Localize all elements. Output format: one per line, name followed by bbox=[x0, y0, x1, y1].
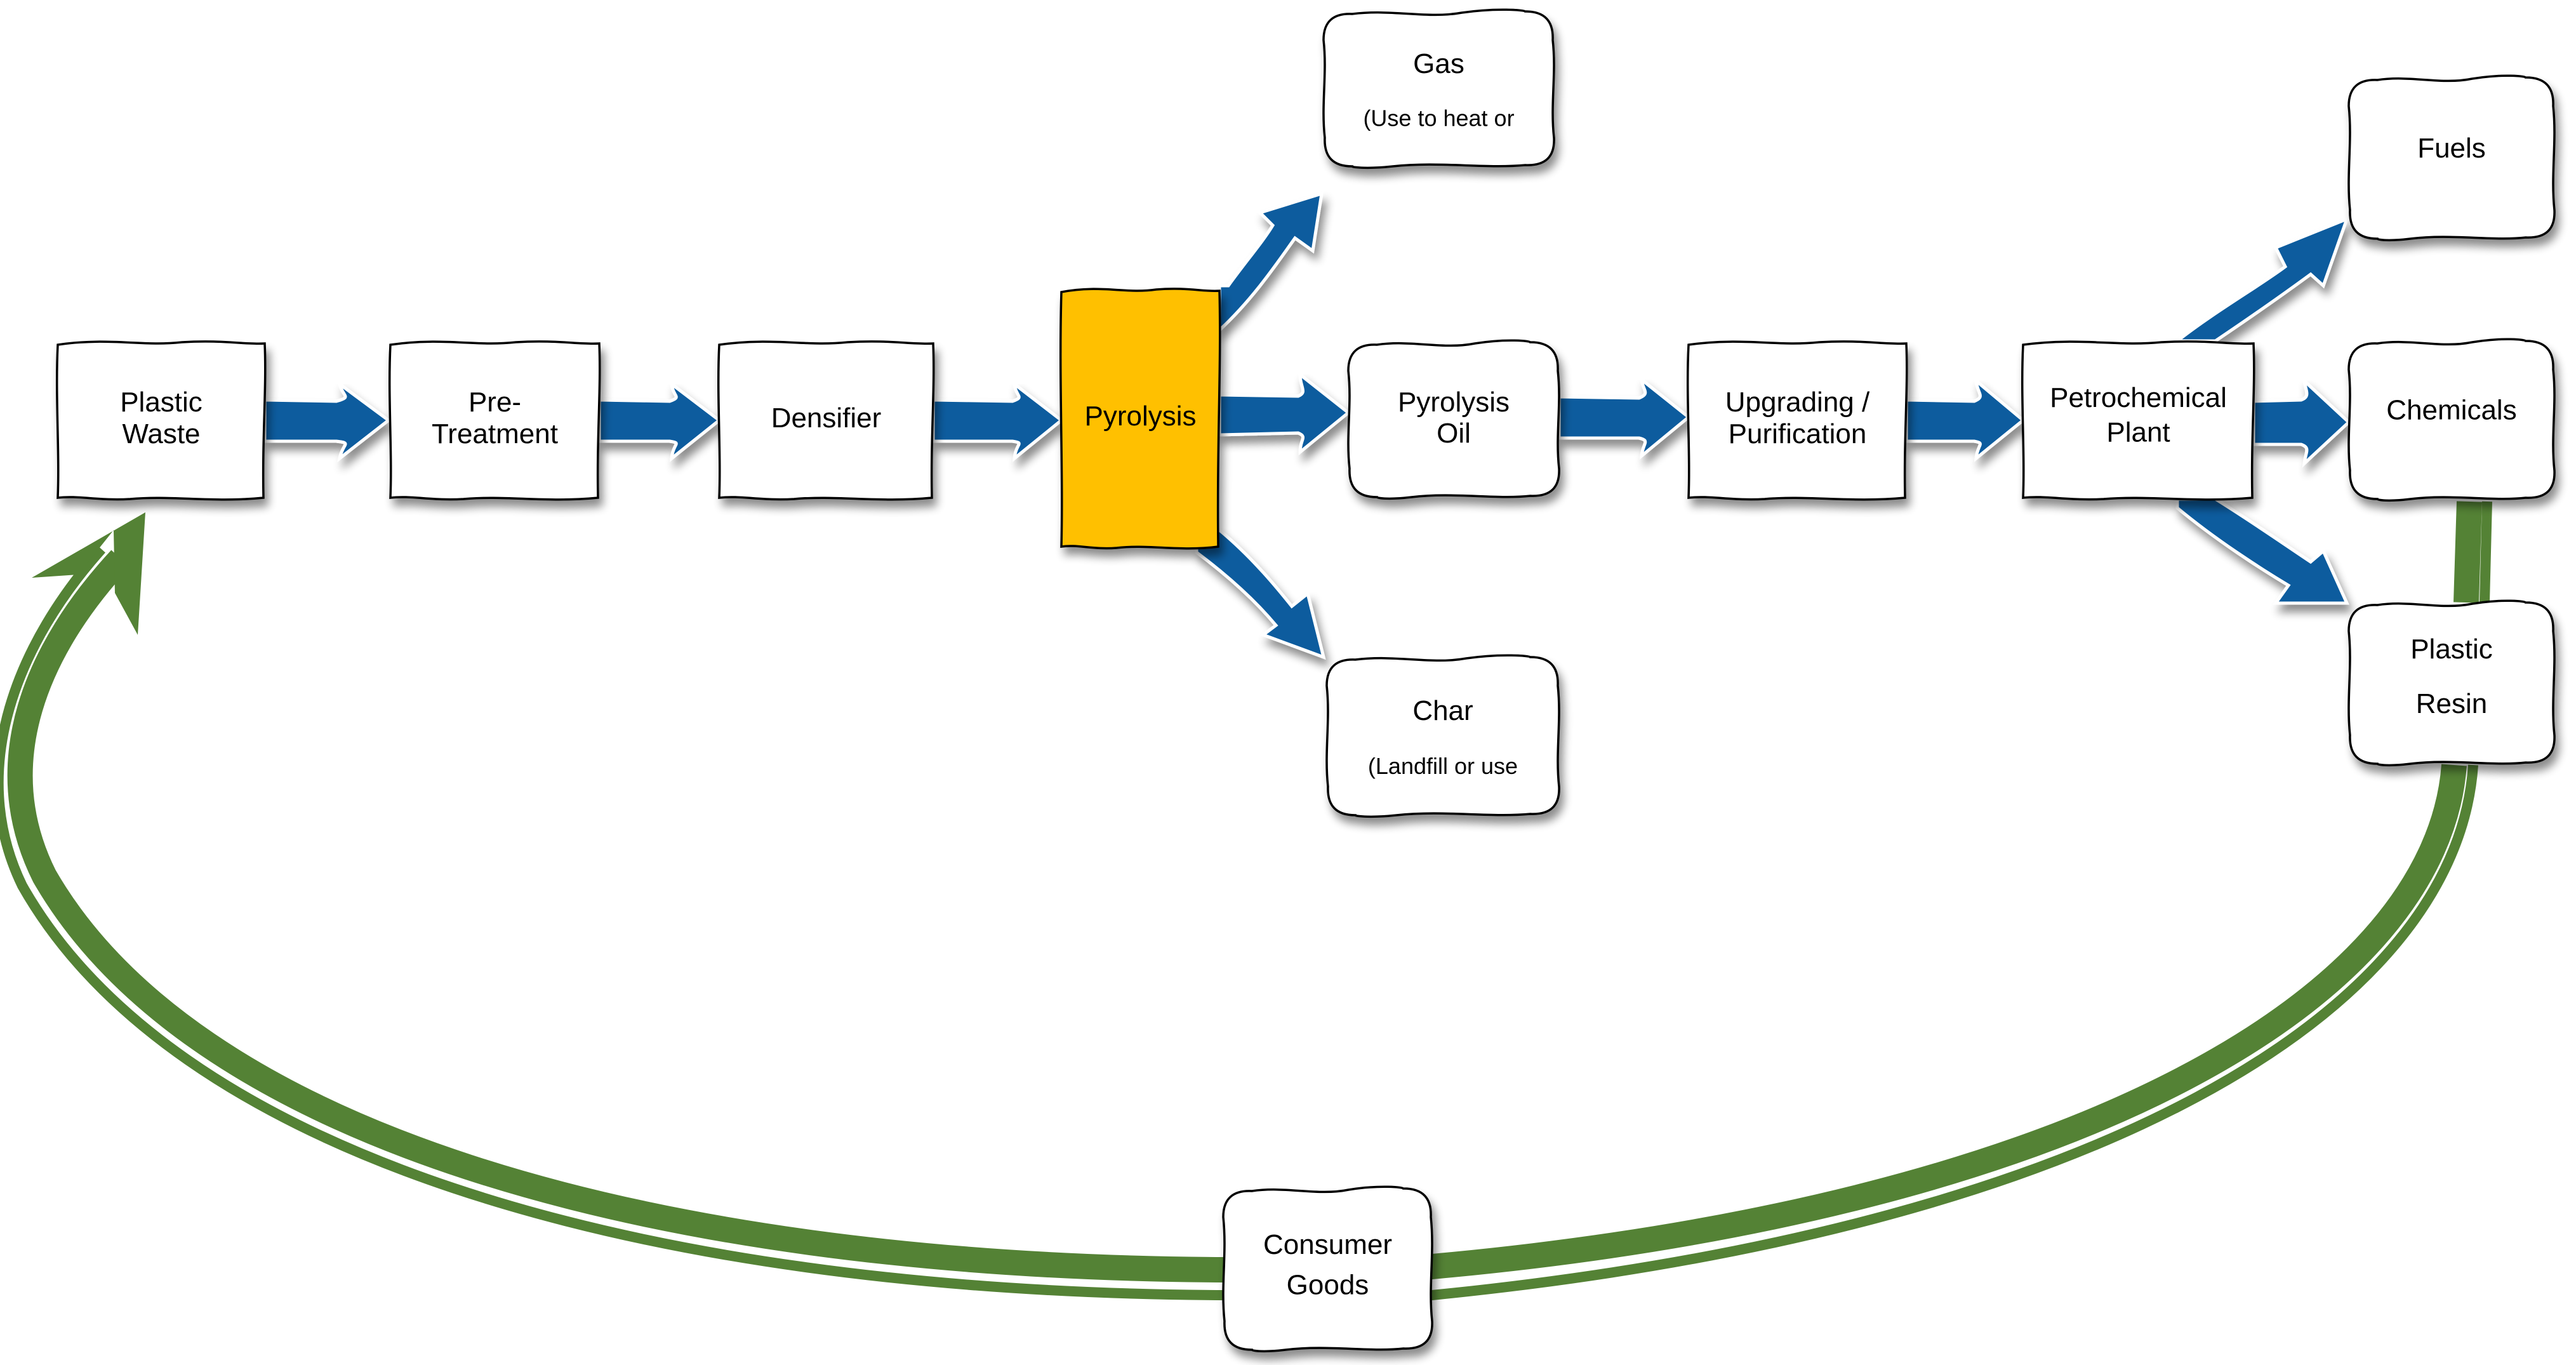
node-box bbox=[717, 340, 935, 501]
node-box bbox=[1325, 654, 1560, 818]
recycle-band-inner bbox=[0, 501, 2492, 1300]
node-box bbox=[388, 340, 601, 501]
node-label: Oil bbox=[1437, 418, 1471, 449]
node-pre-treatment: Pre-Treatment bbox=[388, 340, 601, 501]
node-label: Gas bbox=[1413, 48, 1464, 79]
arrow-densifier-to-pyrolysis bbox=[931, 380, 1065, 462]
node-box bbox=[1059, 288, 1221, 550]
node-char: Char (Landfill or use bbox=[1325, 654, 1560, 818]
arrow-pretreatment-to-densifier bbox=[597, 380, 722, 462]
arrow-upgrading-to-petrochemical bbox=[1904, 377, 2026, 462]
node-label: Plastic bbox=[2410, 634, 2493, 665]
node-box bbox=[2347, 599, 2556, 767]
node-box bbox=[1322, 8, 1555, 170]
node-label: Purification bbox=[1729, 418, 1867, 449]
node-label: Pre- bbox=[468, 387, 521, 418]
node-label: Goods bbox=[1287, 1270, 1369, 1301]
recycle-arrowhead-icon bbox=[32, 512, 145, 635]
node-label: Resin bbox=[2416, 688, 2488, 719]
node-box bbox=[1222, 1185, 1433, 1353]
node-label: Petrochemical bbox=[2050, 382, 2227, 413]
arrow-oil-to-upgrading bbox=[1557, 376, 1691, 460]
node-densifier: Densifier bbox=[717, 340, 935, 501]
node-pyrolysis: Pyrolysis bbox=[1059, 288, 1221, 550]
node-label: Plant bbox=[2106, 417, 2170, 448]
recycle-loop-arrow bbox=[0, 501, 2492, 1300]
node-box bbox=[2347, 74, 2556, 242]
node-label: Upgrading / bbox=[1725, 387, 1870, 418]
node-fuels: Fuels bbox=[2347, 74, 2556, 242]
node-label: Pyrolysis bbox=[1398, 387, 1510, 418]
recycle-band-outer bbox=[7, 501, 2482, 1283]
node-label: Treatment bbox=[432, 418, 558, 449]
node-label: Consumer bbox=[1263, 1229, 1392, 1260]
node-label: Char bbox=[1412, 695, 1473, 726]
node-box bbox=[1686, 340, 1908, 501]
arrow-petrochemical-to-chemicals bbox=[2252, 376, 2351, 468]
arrow-waste-to-pretreatment bbox=[263, 380, 392, 463]
node-label: Waste bbox=[122, 418, 200, 449]
node-label: (Landfill or use bbox=[1368, 753, 1518, 779]
node-label: Fuels bbox=[2417, 133, 2486, 164]
node-box bbox=[2021, 340, 2255, 501]
arrow-pyrolysis-to-gas bbox=[1218, 191, 1324, 334]
node-label: Pyrolysis bbox=[1084, 401, 1196, 432]
arrow-pyrolysis-to-char bbox=[1195, 528, 1326, 660]
arrow-petrochemical-to-fuels bbox=[2172, 216, 2350, 343]
arrow-pyrolysis-to-oil bbox=[1218, 371, 1351, 456]
node-box bbox=[1347, 339, 1560, 500]
node-gas: Gas (Use to heat or bbox=[1322, 8, 1555, 170]
node-label: Chemicals bbox=[2386, 395, 2516, 426]
node-label: Plastic bbox=[120, 387, 202, 418]
node-label: (Use to heat or bbox=[1363, 105, 1514, 131]
node-upgrading: Upgrading /Purification bbox=[1686, 340, 1908, 501]
node-label: Densifier bbox=[771, 403, 882, 434]
node-chemicals: Chemicals bbox=[2347, 338, 2556, 502]
arrow-petrochemical-to-resin bbox=[2175, 497, 2349, 605]
node-box bbox=[2347, 338, 2556, 502]
node-box bbox=[55, 340, 267, 501]
